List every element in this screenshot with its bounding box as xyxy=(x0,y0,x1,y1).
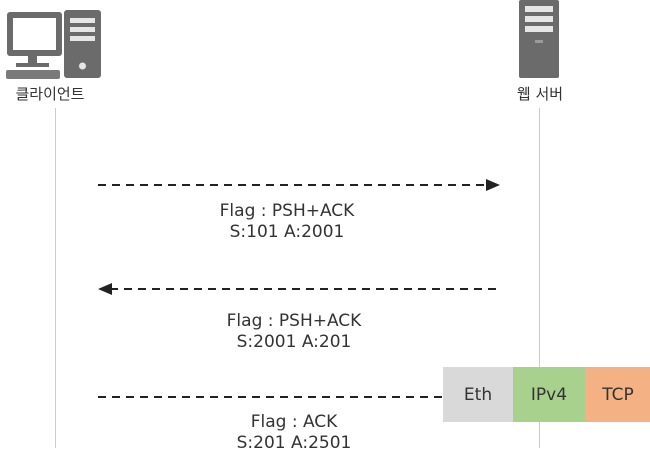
flag-text: Flag : ACK xyxy=(250,412,338,432)
flag-text: Flag : PSH+ACK xyxy=(226,311,362,331)
packet-segment-eth: Eth xyxy=(443,367,513,422)
client-lifeline xyxy=(55,108,56,448)
flag-text: Flag : PSH+ACK xyxy=(219,201,355,221)
server-label: 웹 서버 xyxy=(516,85,564,103)
server-tower-icon xyxy=(519,0,559,78)
packet-segment-tcp: TCP xyxy=(585,367,650,422)
seq-ack-text: S:201 A:2501 xyxy=(236,433,352,453)
server-lifeline xyxy=(539,108,540,448)
desktop-computer-icon xyxy=(6,10,101,79)
seq-ack-text: S:2001 A:201 xyxy=(236,332,352,352)
message-3-label: Flag : ACK S:201 A:2501 xyxy=(194,412,394,454)
seq-ack-text: S:101 A:2001 xyxy=(229,222,345,242)
packet-segment-ipv4: IPv4 xyxy=(513,367,585,422)
message-2-label: Flag : PSH+ACK S:2001 A:201 xyxy=(194,311,394,353)
message-1-label: Flag : PSH+ACK S:101 A:2001 xyxy=(187,201,387,243)
client-label: 클라이언트 xyxy=(15,85,85,103)
packet-structure: Eth IPv4 TCP xyxy=(443,367,650,422)
